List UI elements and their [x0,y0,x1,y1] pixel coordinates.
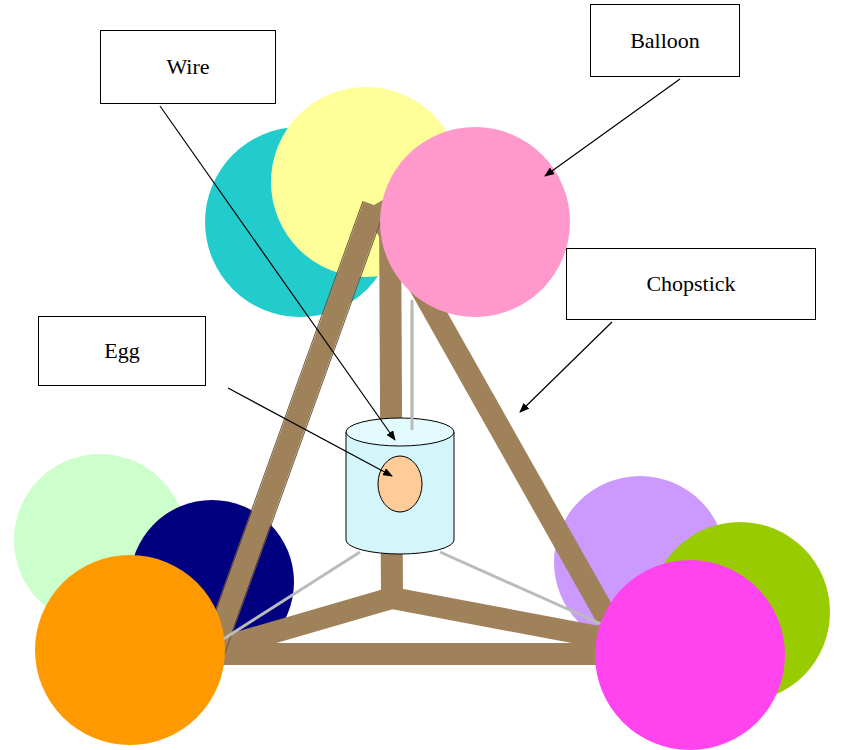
callout-box: Chopstick [566,248,816,320]
wire [222,300,610,640]
wire [411,310,414,380]
callout-box: Wire [100,30,276,104]
egg-container [346,380,454,554]
callout-label: Wire [166,54,209,80]
callout-box: Egg [38,316,206,386]
egg [378,456,422,512]
callout-label: Egg [104,338,139,364]
callout-label: Balloon [630,28,700,54]
callout-label: Chopstick [646,271,735,297]
balloon [595,560,785,750]
callout-box: Balloon [590,4,740,77]
balloon [380,127,570,317]
balloon [35,555,225,745]
